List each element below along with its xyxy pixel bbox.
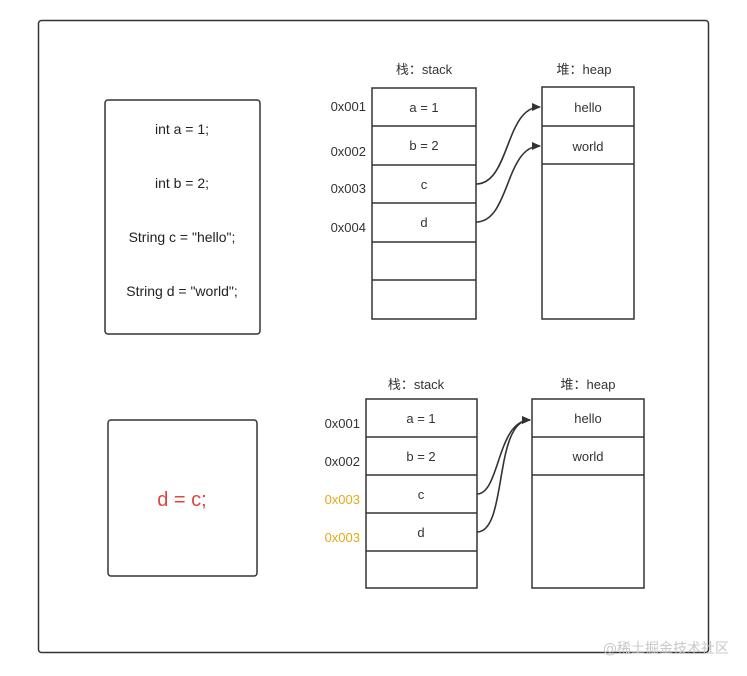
bottom-stack-cell-d: d — [417, 525, 424, 540]
top-arrow-c-to-hello — [475, 103, 541, 185]
bottom-stack-cell-a: a = 1 — [406, 411, 435, 426]
bottom-address-4-highlight: 0x003 — [325, 530, 360, 545]
bottom-stack-cell-c: c — [418, 487, 425, 502]
top-address-3: 0x003 — [331, 181, 366, 196]
bottom-heap-cell-world: world — [571, 449, 603, 464]
bottom-stack-title: 栈：stack — [388, 377, 445, 392]
code-line-a: int a = 1; — [155, 121, 209, 137]
top-stack-cell-a: a = 1 — [409, 100, 438, 115]
top-stack-cell-d: d — [420, 215, 427, 230]
bottom-address-2: 0x002 — [325, 454, 360, 469]
top-stack-cell-b: b = 2 — [409, 138, 438, 153]
top-address-2: 0x002 — [331, 144, 366, 159]
bottom-section: d = c; 栈：stack 堆：heap a = 1 b = 2 c d 0x… — [107, 377, 645, 589]
bottom-stack-cell-b: b = 2 — [406, 449, 435, 464]
top-heap-column — [541, 86, 635, 320]
bottom-stack-column — [365, 398, 478, 589]
top-stack-title: 栈：stack — [396, 62, 453, 77]
bottom-arrow-d-to-hello — [476, 416, 531, 533]
top-stack-cell-c: c — [421, 177, 428, 192]
bottom-assignment-box — [107, 419, 258, 577]
bottom-address-1: 0x001 — [325, 416, 360, 431]
code-line-c: String c = "hello"; — [129, 229, 236, 245]
top-code-box — [104, 99, 261, 335]
top-section: int a = 1; int b = 2; String c = "hello"… — [104, 62, 635, 335]
top-heap-title: 堆：heap — [557, 62, 612, 77]
top-heap-cell-hello: hello — [574, 100, 601, 115]
top-address-4: 0x004 — [331, 220, 366, 235]
bottom-heap-cell-hello: hello — [574, 411, 601, 426]
top-arrow-d-to-world — [475, 142, 541, 223]
watermark: @稀土掘金技术社区 — [603, 641, 729, 657]
code-line-d: String d = "world"; — [126, 283, 238, 299]
bottom-heap-column — [531, 398, 645, 589]
top-address-1: 0x001 — [331, 99, 366, 114]
bottom-heap-title: 堆：heap — [561, 377, 616, 392]
bottom-address-3-highlight: 0x003 — [325, 492, 360, 507]
top-heap-cell-world: world — [571, 139, 603, 154]
code-line-b: int b = 2; — [155, 175, 209, 191]
assignment-text: d = c; — [157, 489, 206, 511]
